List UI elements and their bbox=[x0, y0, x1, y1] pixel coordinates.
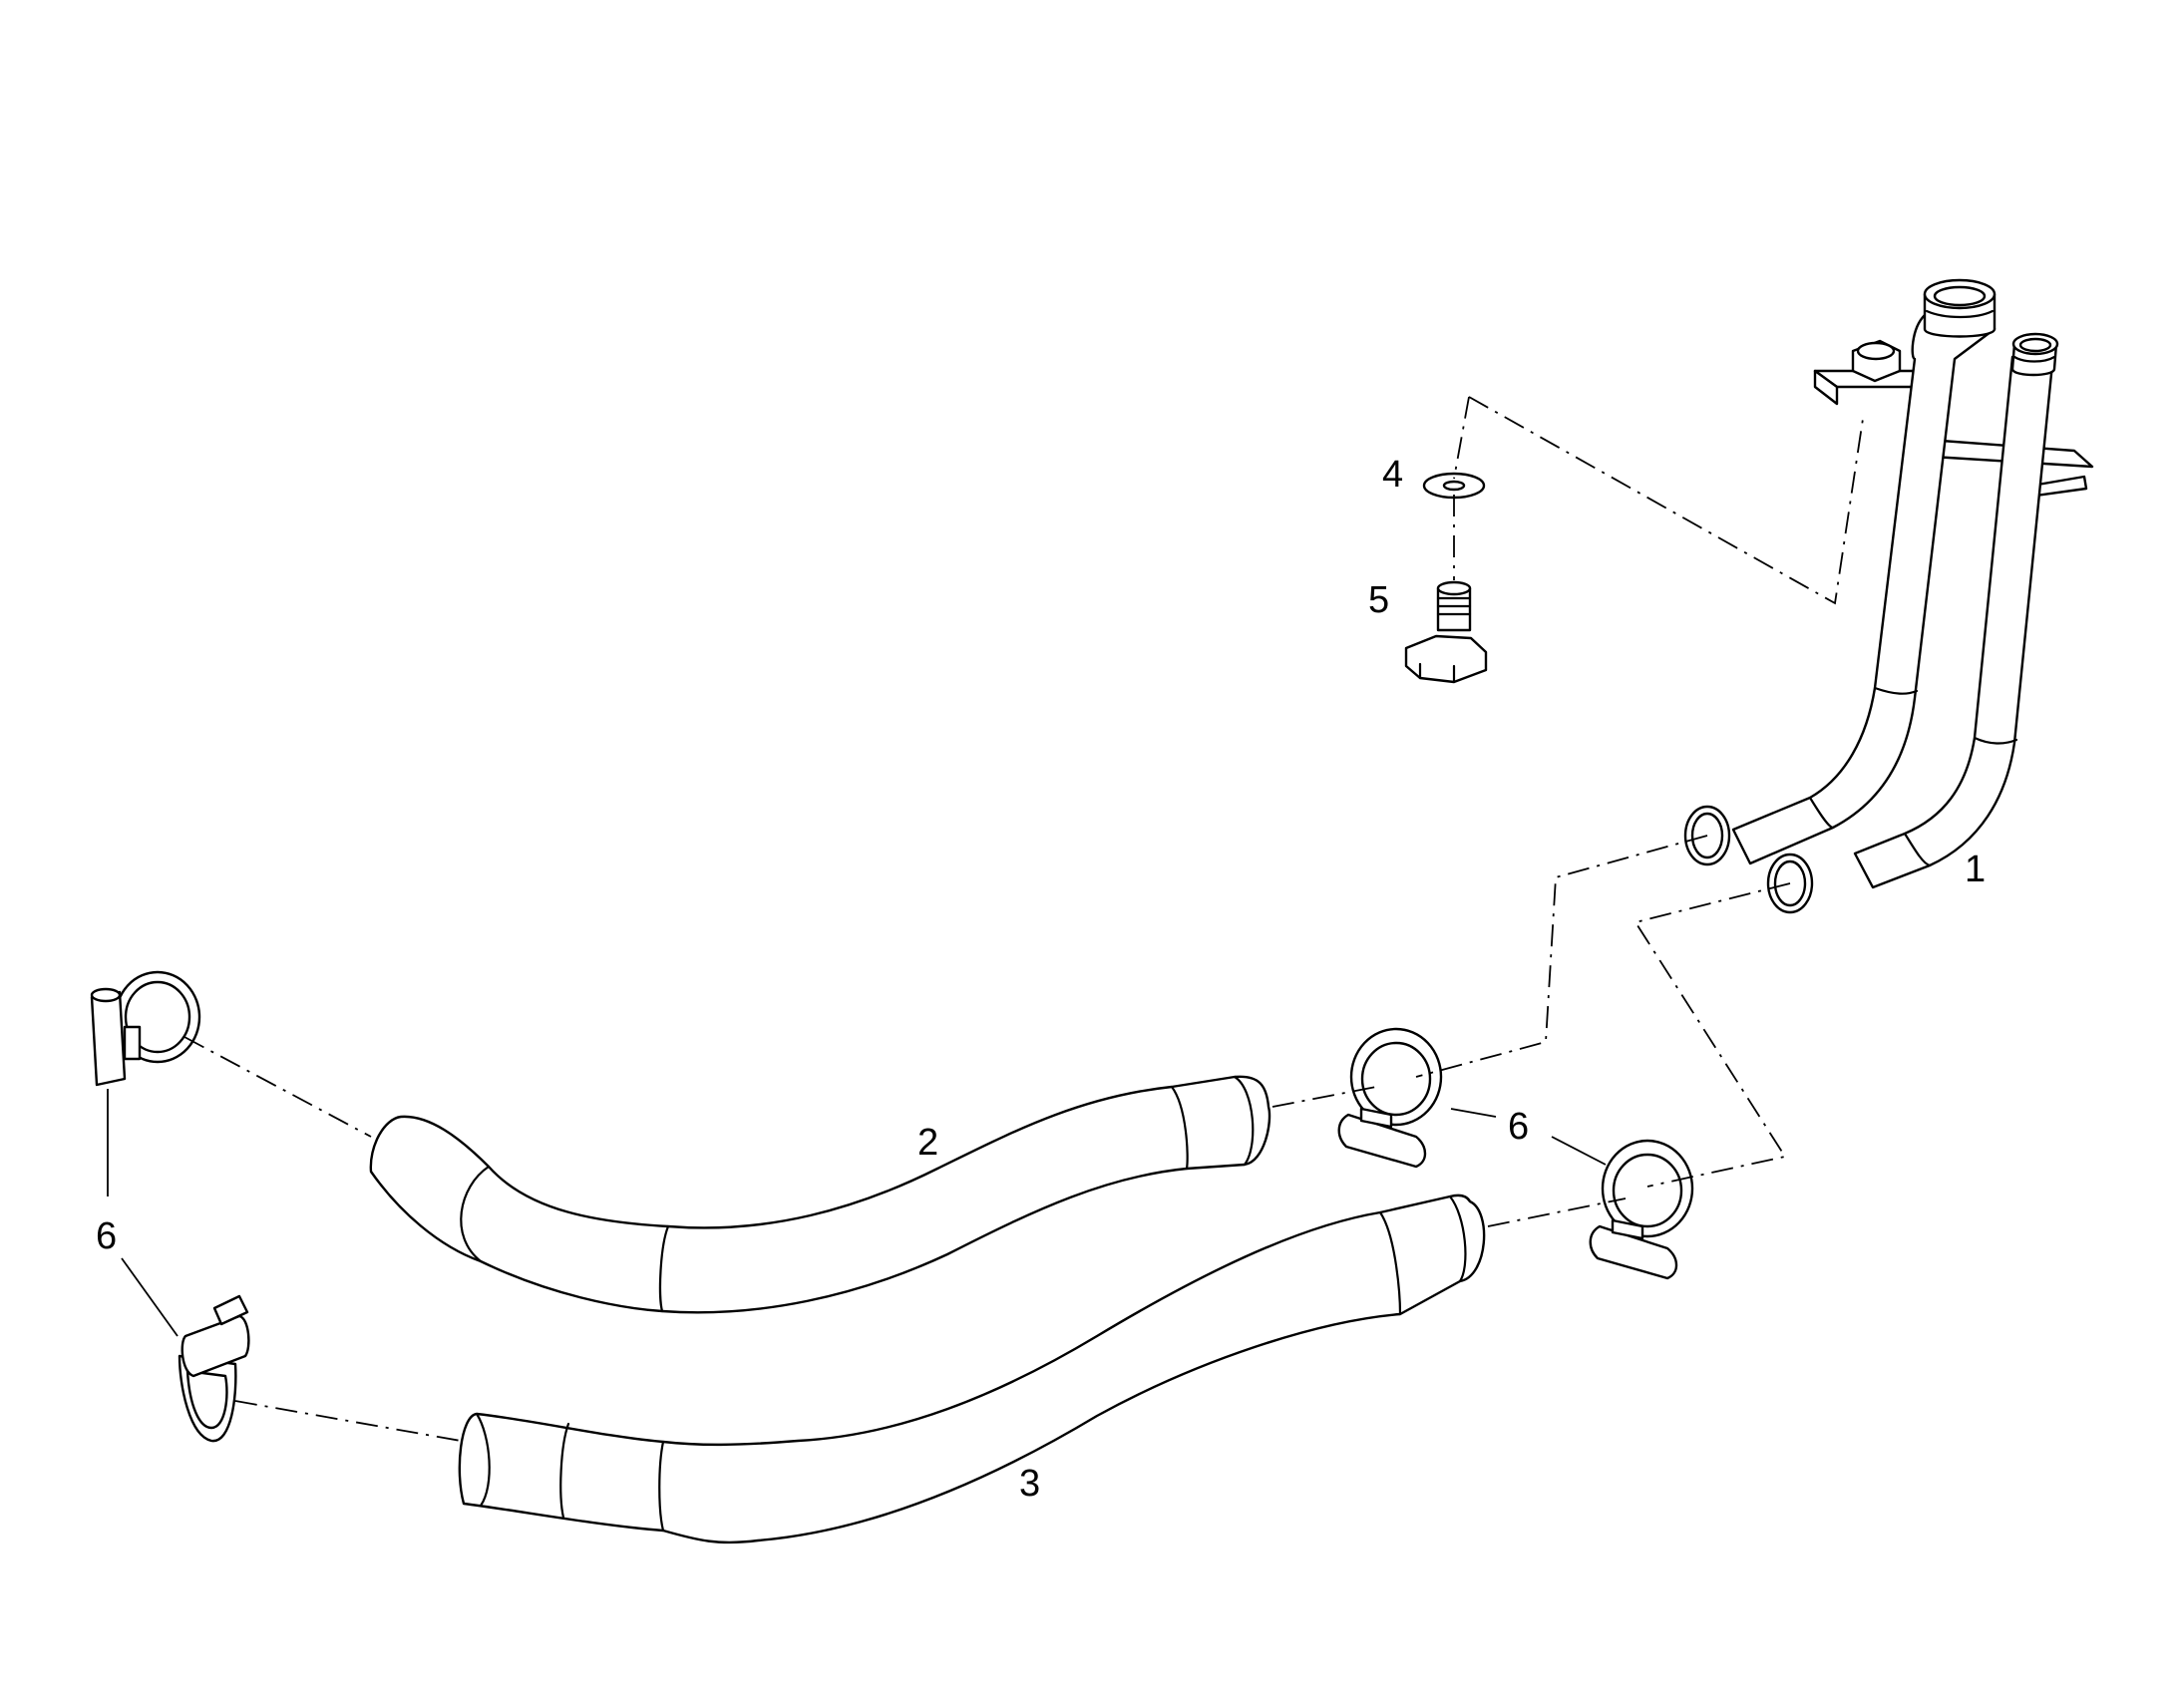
assembly-leader-lines bbox=[183, 396, 1864, 1442]
callout-labels: 1 2 3 4 5 6 6 bbox=[96, 454, 1986, 1505]
callout-part-1: 1 bbox=[1965, 849, 1986, 890]
bolt-part-5 bbox=[1404, 580, 1488, 684]
hose-clamp-upper-left bbox=[90, 970, 201, 1087]
callout-part-6-left: 6 bbox=[96, 1215, 117, 1257]
callout-part-5: 5 bbox=[1368, 579, 1389, 621]
washer-part-4 bbox=[1422, 472, 1486, 500]
pipe-assembly-part-1 bbox=[1683, 278, 2094, 914]
callout-part-6-right: 6 bbox=[1508, 1106, 1529, 1148]
hose-part-2 bbox=[369, 1075, 1272, 1314]
callout-leader-lines bbox=[107, 1089, 1607, 1337]
hose-part-3 bbox=[458, 1194, 1486, 1544]
callout-part-3: 3 bbox=[1019, 1463, 1040, 1505]
callout-part-4: 4 bbox=[1382, 454, 1403, 496]
hose-clamp-middle bbox=[1337, 1027, 1443, 1169]
hose-clamp-right bbox=[1589, 1139, 1694, 1280]
hose-clamp-lower-left bbox=[178, 1294, 250, 1443]
callout-part-2: 2 bbox=[917, 1122, 938, 1164]
